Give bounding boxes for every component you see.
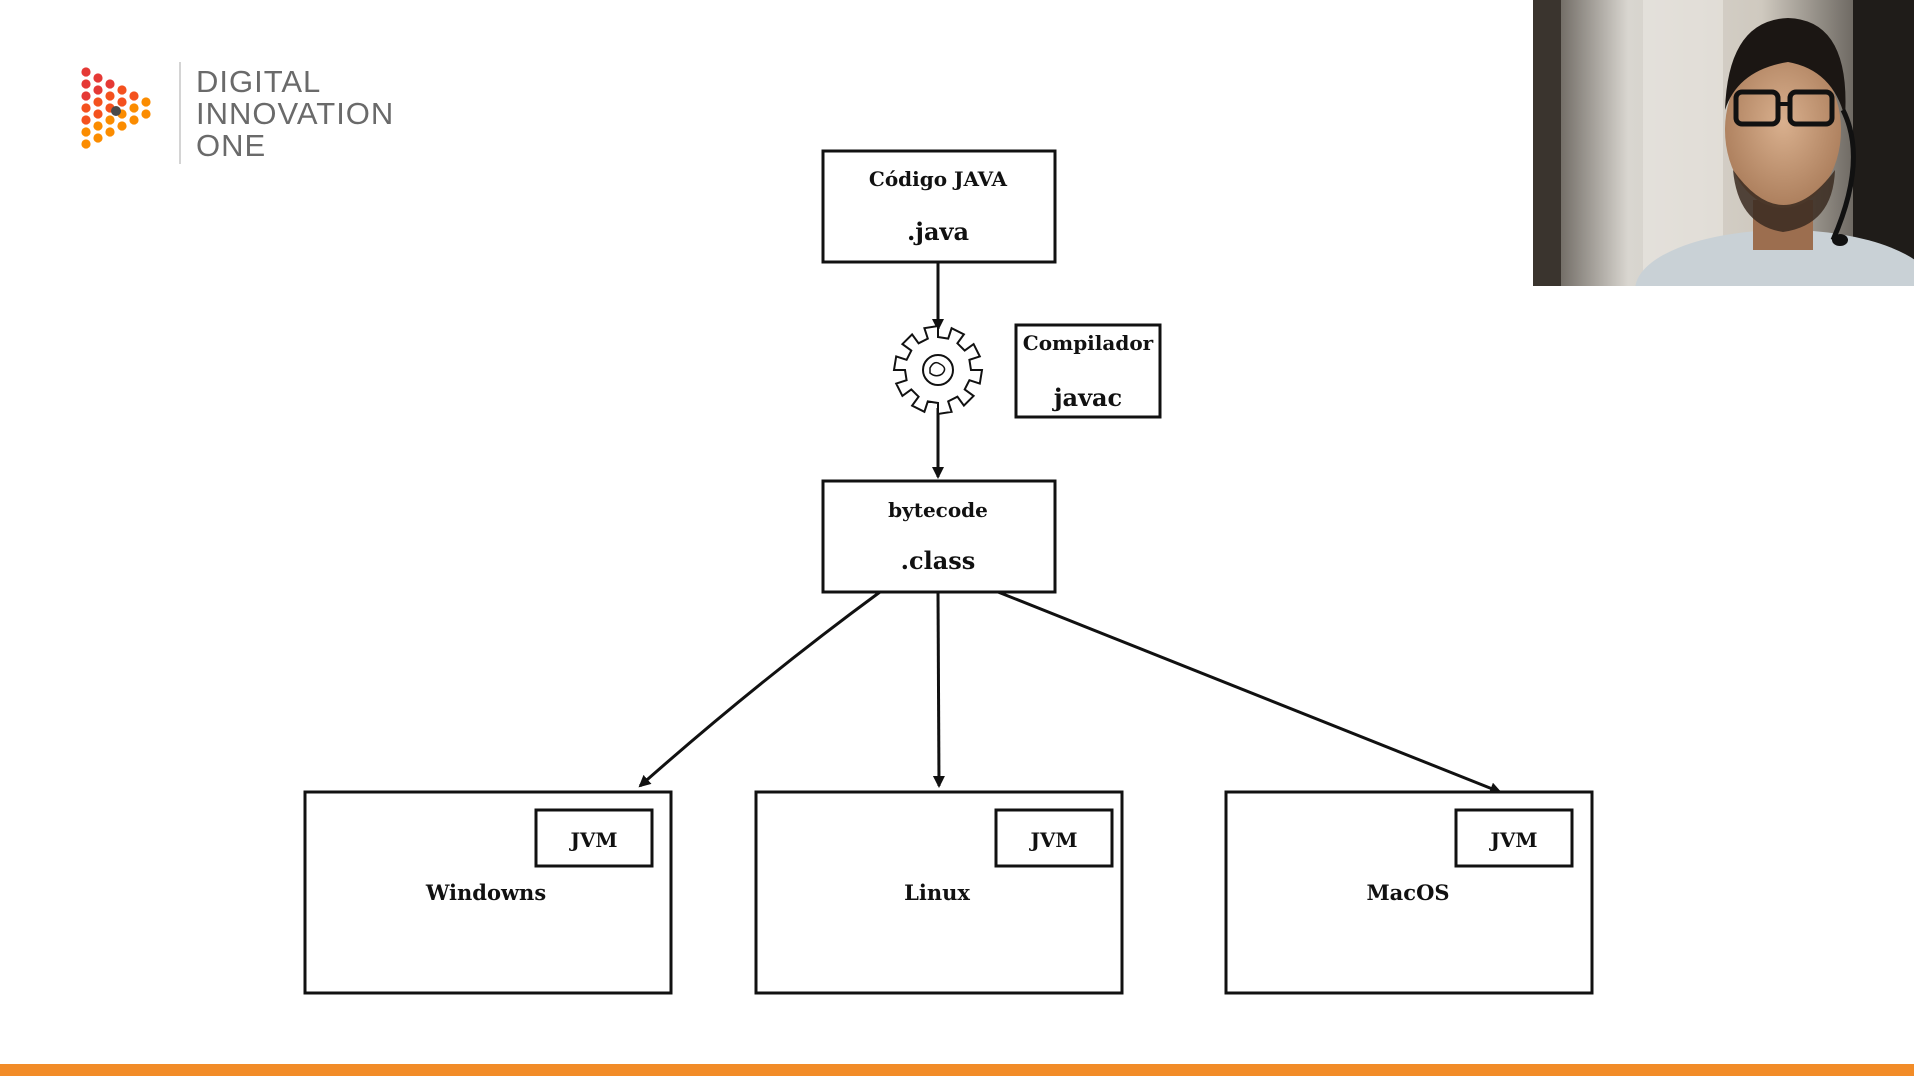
node-windows-title: Windowns <box>425 880 546 905</box>
node-compiler-title: Compilador <box>1023 331 1154 355</box>
node-compiler: Compilador javac <box>1014 323 1162 419</box>
logo-line-3: ONE <box>196 128 267 163</box>
node-windows: JVM Windowns <box>303 790 673 995</box>
node-bytecode-title: bytecode <box>888 498 988 522</box>
logo-center-dot <box>111 106 121 116</box>
logo-dot <box>105 127 115 137</box>
bottom-accent-bar <box>0 1064 1914 1076</box>
jvm-label-windows: JVM <box>568 828 617 852</box>
logo-dot <box>81 103 91 113</box>
logo-line-2: INNOVATION <box>196 96 395 131</box>
logo-icon <box>81 67 151 149</box>
logo-dot <box>117 97 127 107</box>
node-linux: JVM Linux <box>754 790 1124 995</box>
logo-dot <box>105 115 115 125</box>
arrow-bytecode-to-macos <box>997 590 1502 794</box>
logo-dot <box>105 91 115 101</box>
logo-dot <box>81 79 91 89</box>
logo-dot <box>105 79 115 89</box>
logo-dot <box>141 97 151 107</box>
node-source: Código JAVA .java <box>821 149 1057 264</box>
logo-dot <box>93 109 103 119</box>
logo-dot <box>93 121 103 131</box>
logo-dot <box>93 97 103 107</box>
node-source-title: Código JAVA <box>869 167 1008 191</box>
logo-dot <box>129 103 139 113</box>
jvm-box-linux <box>994 808 1114 868</box>
jvm-box-macos <box>1454 808 1574 868</box>
node-bytecode: bytecode .class <box>821 479 1057 594</box>
node-macos-title: MacOS <box>1366 880 1449 905</box>
node-compiler-subtitle: javac <box>1052 383 1122 412</box>
logo-divider <box>179 62 181 164</box>
arrow-bytecode-to-linux <box>932 591 945 788</box>
jvm-label-linux: JVM <box>1028 828 1077 852</box>
presenter-webcam <box>1533 0 1914 286</box>
logo-dot <box>141 109 151 119</box>
logo-dot <box>81 67 91 77</box>
logo-dot <box>93 133 103 143</box>
node-macos: JVM MacOS <box>1224 790 1594 995</box>
jvm-box-windows <box>534 808 654 868</box>
gear-icon <box>892 324 984 416</box>
node-bytecode-subtitle: .class <box>901 546 976 575</box>
logo-dot <box>117 121 127 131</box>
logo-line-1: DIGITAL <box>196 64 322 99</box>
logo-dot <box>129 115 139 125</box>
logo-dot <box>81 91 91 101</box>
logo-dot <box>93 73 103 83</box>
arrows <box>638 262 1502 794</box>
logo-dot <box>81 139 91 149</box>
logo-dot <box>117 85 127 95</box>
node-source-subtitle: .java <box>907 217 969 246</box>
logo-dot <box>93 85 103 95</box>
logo-wordmark: DIGITAL INNOVATION ONE <box>196 66 394 162</box>
logo-dot <box>81 127 91 137</box>
jvm-label-macos: JVM <box>1488 828 1537 852</box>
node-linux-title: Linux <box>904 880 970 905</box>
logo-dot <box>129 91 139 101</box>
arrow-bytecode-to-windows <box>638 590 881 788</box>
presenter-video <box>1533 0 1914 286</box>
logo-dot <box>81 115 91 125</box>
